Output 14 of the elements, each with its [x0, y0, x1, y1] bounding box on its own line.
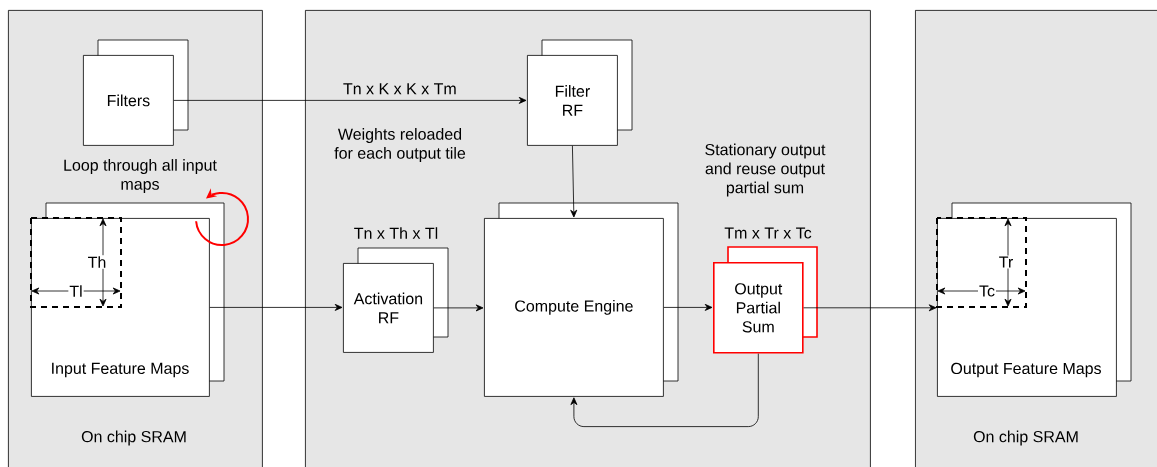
size-label: Tm x Tr x Tc — [724, 227, 812, 239]
dimension-label: Tc — [978, 284, 996, 298]
dimension-label: Th — [86, 255, 108, 269]
note: Loop through all input maps — [64, 159, 217, 193]
stacked-box: Filters — [83, 39, 189, 146]
dimension-label: Tl — [68, 284, 84, 298]
edge-label: Tn x K x K x Tm — [341, 82, 458, 96]
note: Weights reloaded for each output tile — [334, 128, 466, 162]
note: Stationary output and reuse output partial sum — [705, 143, 826, 197]
size-label: Tn x Th x Tl — [354, 227, 438, 239]
stacked-box: Activation RF — [343, 247, 449, 353]
stacked-box: Compute Engine — [484, 202, 679, 397]
stacked-box: Output Partial Sum — [713, 246, 818, 354]
stacked-box: Filter RF — [527, 39, 633, 146]
